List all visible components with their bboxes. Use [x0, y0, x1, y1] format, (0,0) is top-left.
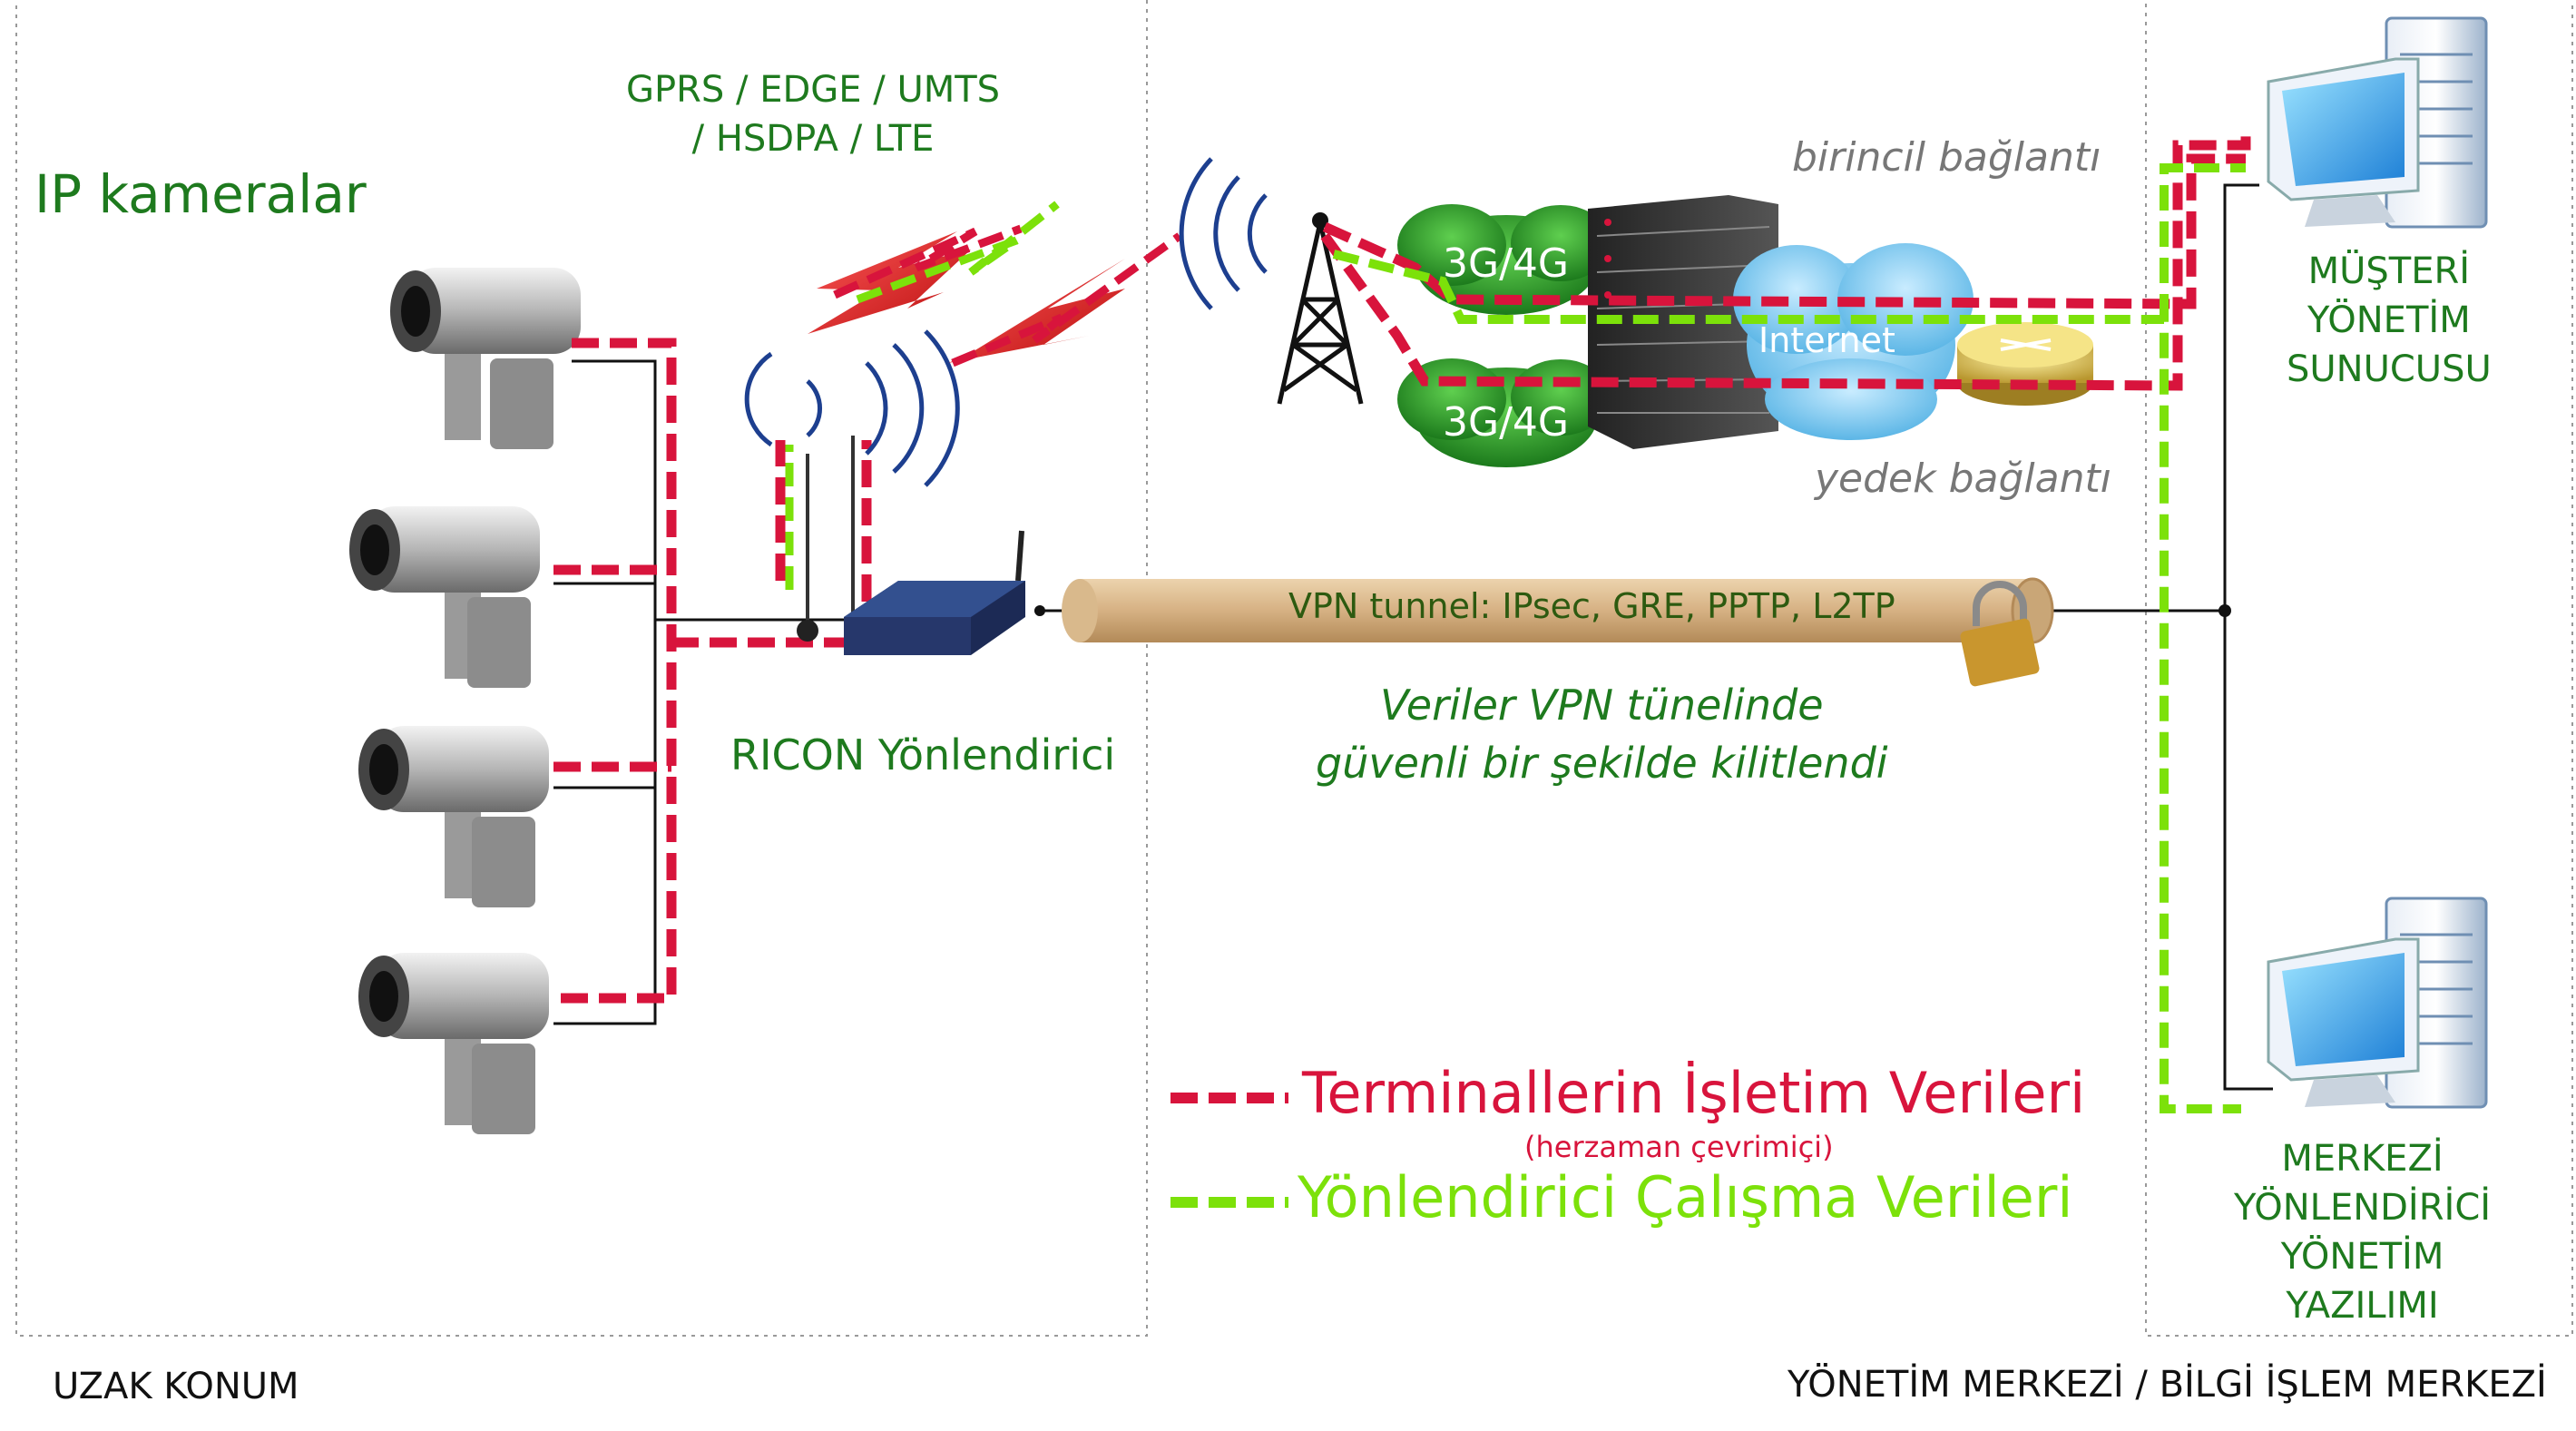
backup-connection-label: yedek bağlantı — [1815, 456, 2111, 502]
legend-red-sublabel: (herzaman çevrimiçi) — [1524, 1130, 1834, 1164]
network-types-label: GPRS / EDGE / UMTS / HSDPA / LTE — [626, 65, 1000, 163]
management-center-label: YÖNETİM MERKEZİ / BİLGİ İŞLEM MERKEZİ — [1788, 1364, 2547, 1406]
vpn-note-line2: güvenli bir şekilde kilitlendi — [1316, 739, 1888, 789]
ip-camera-1 — [390, 268, 581, 449]
customer-server-icon — [2267, 16, 2488, 229]
network-types-line2: / HSDPA / LTE — [691, 118, 935, 160]
cellular-bottom-label: 3G/4G — [1443, 399, 1570, 446]
cellular-cloud-top — [1397, 204, 1611, 315]
central-management-line2: YÖNLENDİRİCİ — [2234, 1187, 2492, 1229]
tower-signal-waves — [1179, 157, 1268, 310]
remote-location-label: UZAK KONUM — [53, 1366, 299, 1407]
vpn-note-line1: Veriler VPN tünelinde — [1380, 681, 1824, 730]
network-types-line1: GPRS / EDGE / UMTS — [626, 69, 1001, 111]
central-router-management-icon — [2267, 897, 2488, 1109]
terminal-data-path — [553, 338, 894, 1004]
vpn-tunnel-label: VPN tunnel: IPsec, GRE, PPTP, L2TP — [1288, 586, 1895, 626]
ip-camera-4 — [358, 953, 549, 1134]
central-management-line4: YAZILIMI — [2286, 1285, 2439, 1327]
legend-green-label: Yönlendirici Çalışma Verileri — [1298, 1164, 2073, 1230]
customer-server-line3: SUNUCUSU — [2287, 348, 2492, 390]
central-management-label: MERKEZİ YÖNLENDİRİCİ YÖNETİM YAZILIMI — [2234, 1134, 2491, 1330]
customer-server-label: MÜŞTERİ YÖNETİM SUNUCUSU — [2287, 247, 2492, 394]
cell-tower — [1277, 221, 1364, 405]
primary-connection-label: birincil bağlantı — [1792, 134, 2101, 181]
central-management-line1: MERKEZİ — [2281, 1138, 2444, 1180]
ricon-router — [797, 436, 1025, 655]
isp-router-device — [1957, 322, 2093, 406]
cellular-top-label: 3G/4G — [1443, 240, 1570, 287]
vpn-note: Veriler VPN tünelinde güvenli bir şekild… — [1316, 676, 1888, 793]
ip-camera-2 — [349, 506, 540, 688]
padlock-icon — [1960, 581, 2040, 687]
router-label: RICON Yönlendirici — [730, 730, 1116, 779]
ip-camera-3 — [358, 726, 549, 907]
vpn-tunnel — [1062, 577, 2054, 644]
management-center-region — [2145, 0, 2573, 1337]
central-management-line3: YÖNETİM — [2280, 1236, 2444, 1278]
customer-server-line1: MÜŞTERİ — [2307, 250, 2471, 292]
legend-red-label: Terminallerin İşletim Verileri — [1302, 1060, 2086, 1126]
cameras-title: IP kameralar — [34, 163, 367, 225]
router-wireless-signal — [744, 329, 960, 487]
internet-label: Internet — [1758, 320, 1895, 360]
customer-server-line2: YÖNETİM — [2307, 299, 2471, 341]
